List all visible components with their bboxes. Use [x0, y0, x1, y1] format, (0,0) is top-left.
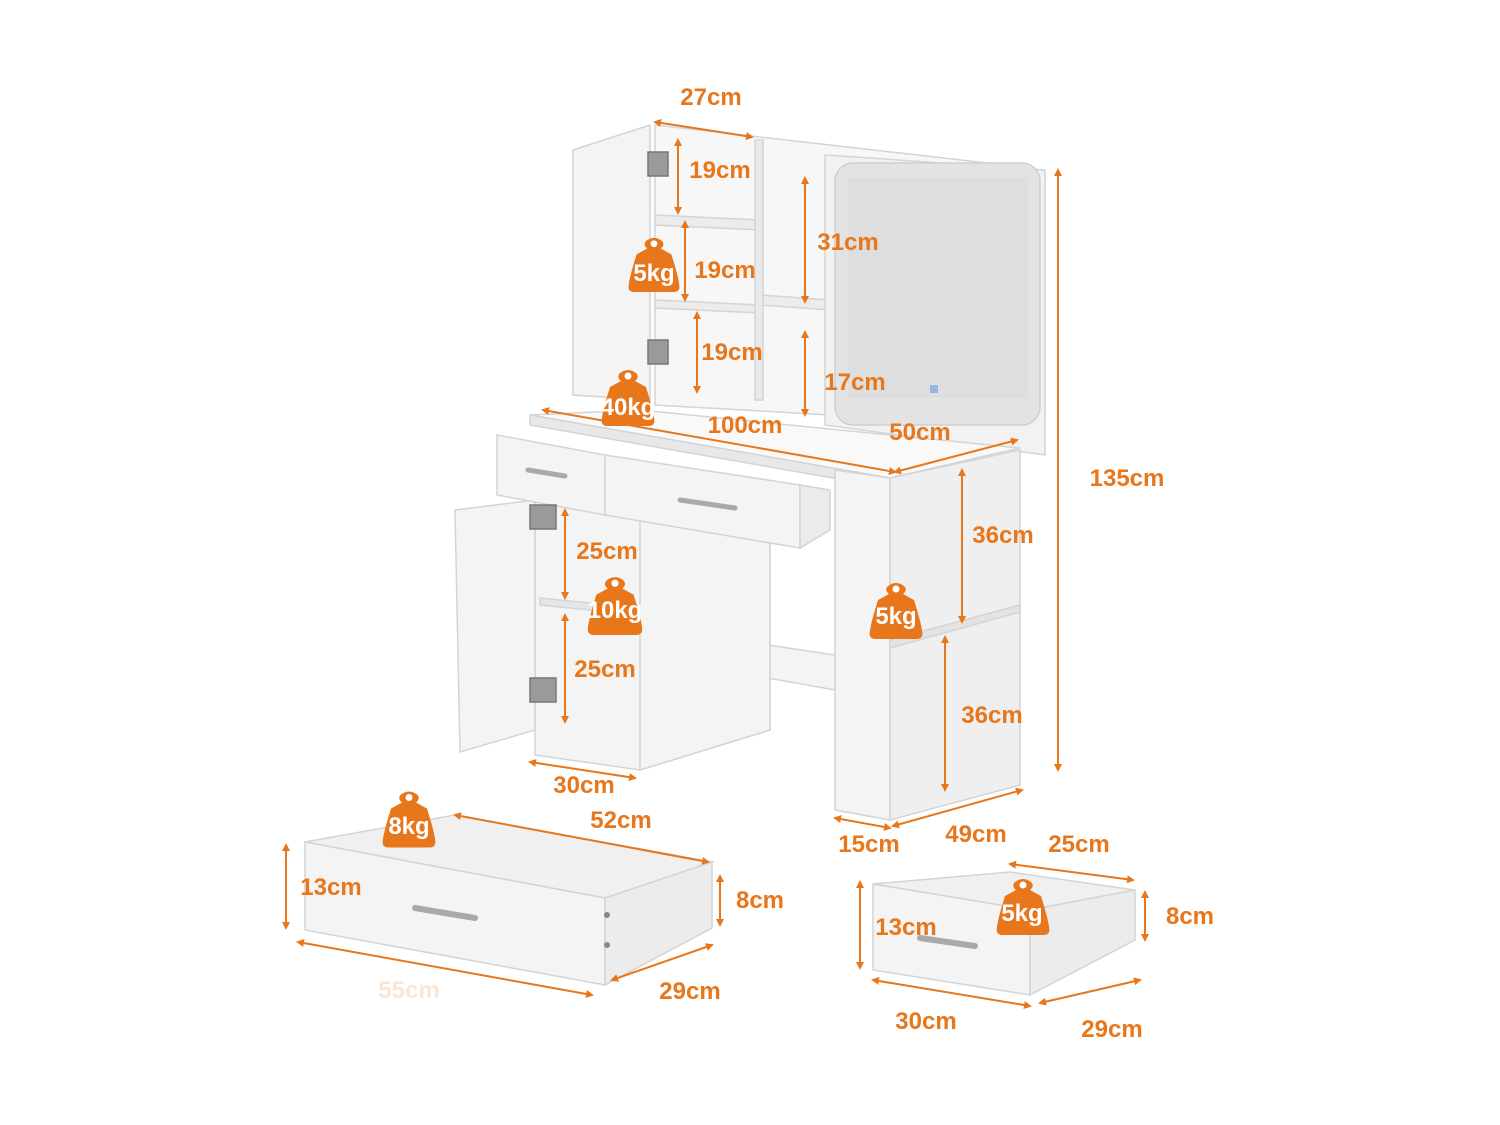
dim-base-depth: 49cm	[945, 821, 1006, 848]
dimension-line	[541, 407, 897, 475]
dim-large-drawer-width: 55cm	[378, 977, 439, 1004]
weight-label-cabinet-shelf: 10kg	[588, 597, 643, 624]
dim-total-height: 135cm	[1090, 465, 1165, 492]
dimension-labels: 27cm 19cm 31cm 19cm 19cm 17cm 100cm 50cm…	[300, 84, 1214, 1043]
dim-right-lower: 36cm	[961, 702, 1022, 729]
dim-small-drawer-depth: 25cm	[1048, 831, 1109, 858]
dimension-line	[1038, 977, 1142, 1006]
cabinet-door	[454, 499, 536, 753]
dimension-line	[296, 939, 594, 998]
dim-side-depth: 15cm	[838, 831, 899, 858]
dim-small-drawer-width: 30cm	[895, 1008, 956, 1035]
hinge	[647, 339, 669, 365]
dim-mid-lower: 17cm	[824, 369, 885, 396]
large-drawer-handle	[412, 905, 478, 921]
dimension-line	[891, 787, 1024, 829]
dim-left-shelf-2: 19cm	[694, 257, 755, 284]
weight-label-desk-top: 40kg	[601, 394, 656, 421]
dim-large-drawer-front-height: 13cm	[300, 874, 361, 901]
dimension-line	[528, 758, 637, 782]
hutch-divider	[754, 139, 764, 401]
dimension-line	[893, 437, 1019, 475]
dimension-line	[1008, 860, 1135, 884]
screw	[604, 942, 610, 948]
dim-cabinet-lower: 25cm	[574, 656, 635, 683]
dimension-line	[833, 815, 892, 831]
large-drawer-illustration	[304, 814, 715, 987]
side-unit-front	[834, 469, 891, 821]
dim-cabinet-upper: 25cm	[576, 538, 637, 565]
vanity-illustration	[454, 123, 1046, 821]
weight-label-side-shelf: 5kg	[875, 603, 916, 630]
hutch-open-door	[572, 123, 651, 401]
dimension-line	[653, 118, 754, 141]
dimension-line	[610, 943, 714, 982]
dimension-line	[453, 812, 710, 865]
dim-top-depth: 27cm	[680, 84, 741, 111]
screw	[604, 912, 610, 918]
dim-mid-upper: 31cm	[817, 229, 878, 256]
hinge	[529, 504, 557, 530]
mirror-glass	[848, 178, 1028, 398]
dimension-line	[871, 977, 1032, 1009]
dim-left-shelf-3: 19cm	[701, 339, 762, 366]
dim-small-drawer-side-depth: 29cm	[1081, 1016, 1142, 1043]
mirror-touch-button	[930, 385, 938, 393]
weight-label-small-drawer: 5kg	[1001, 900, 1042, 927]
dim-right-upper: 36cm	[972, 522, 1033, 549]
dim-left-shelf-1: 19cm	[689, 157, 750, 184]
side-unit-shelf	[889, 604, 1021, 649]
dim-small-drawer-front-height: 13cm	[875, 914, 936, 941]
weight-label-large-drawer: 8kg	[388, 813, 429, 840]
cabinet-side	[639, 519, 771, 772]
dim-large-drawer-side-depth: 29cm	[659, 978, 720, 1005]
back-rail	[767, 644, 836, 691]
small-drawer-handle	[917, 935, 978, 949]
hinge	[647, 151, 669, 177]
hinge	[529, 677, 557, 703]
drawer-handle	[677, 497, 738, 511]
dim-large-drawer-depth: 52cm	[590, 807, 651, 834]
small-drawer-side	[1029, 889, 1136, 997]
dim-width: 100cm	[708, 412, 783, 439]
weight-label-upper-shelf: 5kg	[633, 260, 674, 287]
dim-small-drawer-side-height: 8cm	[1166, 903, 1214, 930]
weight-badges: 5kg 40kg 10kg 5kg 8kg 5kg	[382, 237, 1050, 935]
dimension-lines	[282, 118, 1149, 1009]
dim-mirror-width: 50cm	[889, 419, 950, 446]
drawer-side-open	[799, 484, 831, 550]
dim-cabinet-width: 30cm	[553, 772, 614, 799]
dim-large-drawer-side-height: 8cm	[736, 887, 784, 914]
